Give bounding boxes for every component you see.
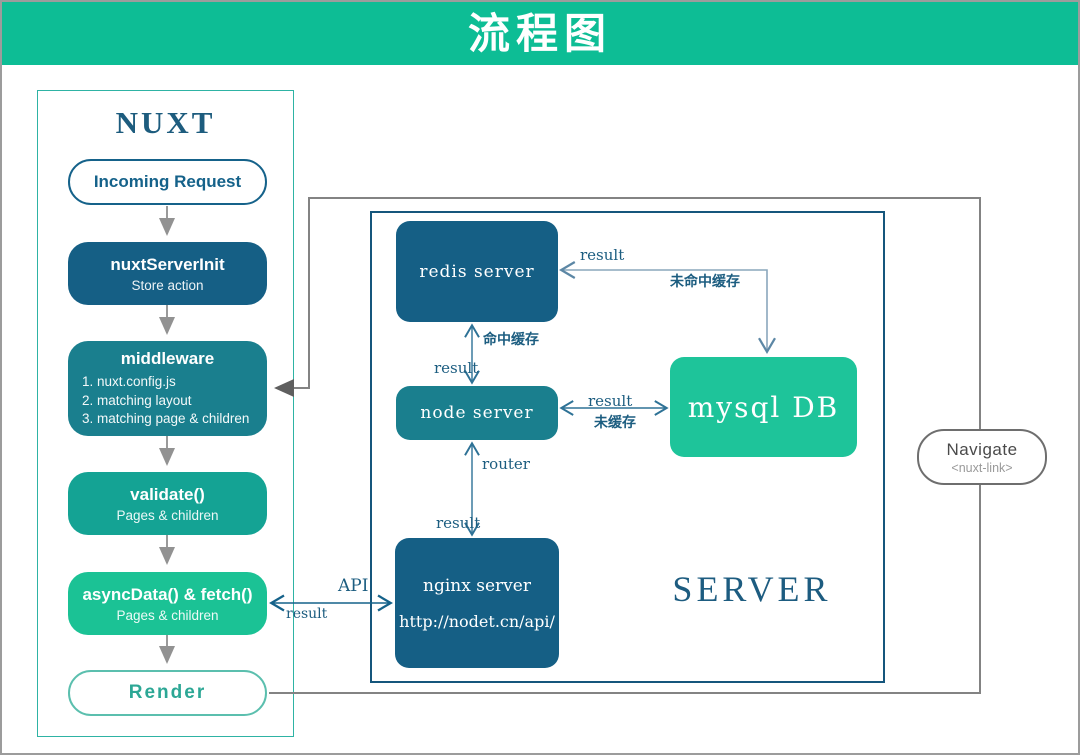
render-node: Render — [68, 670, 267, 716]
middleware-list: 1. nuxt.config.js 2. matching layout 3. … — [68, 373, 267, 429]
edge-label-not-cached: 未缓存 — [594, 415, 636, 431]
navigate-label: Navigate — [946, 439, 1018, 459]
validate-node: validate() Pages & children — [68, 472, 267, 535]
render-label: Render — [128, 681, 207, 703]
page-title: 流程图 — [467, 8, 612, 58]
incoming-request-label: Incoming Request — [93, 171, 242, 191]
validate-title: validate() — [130, 484, 205, 504]
mysql-db-label: mysql DB — [687, 390, 840, 424]
edge-label-result: result — [580, 246, 625, 264]
redis-server-node: redis server — [396, 221, 558, 322]
node-server-node: node server — [396, 386, 558, 440]
middleware-node: middleware 1. nuxt.config.js 2. matching… — [68, 341, 267, 436]
middleware-item: 3. matching page & children — [82, 411, 250, 427]
nginx-url-label: http://nodet.cn/api/ — [399, 611, 555, 631]
middleware-title: middleware — [120, 349, 215, 369]
nuxt-server-init-node: nuxtServerInit Store action — [68, 242, 267, 305]
edge-label-cache-miss: 未命中缓存 — [670, 274, 740, 290]
async-data-title: asyncData() & fetch() — [82, 584, 253, 604]
edge-label-result: result — [588, 392, 633, 410]
header-bar: 流程图 — [2, 2, 1078, 65]
async-data-node: asyncData() & fetch() Pages & children — [68, 572, 267, 635]
edge-label-cache-hit: 命中缓存 — [483, 332, 539, 348]
navigate-node: Navigate <nuxt-link> — [917, 429, 1047, 485]
nuxt-server-init-title: nuxtServerInit — [110, 254, 225, 274]
edge-label-result: result — [434, 359, 479, 377]
node-server-label: node server — [420, 403, 534, 423]
edge-label-result: result — [436, 514, 481, 532]
middleware-item: 1. nuxt.config.js — [82, 374, 176, 390]
edge-label-result: result — [286, 606, 328, 622]
validate-subtitle: Pages & children — [116, 508, 219, 524]
edge-label-router: router — [482, 455, 530, 473]
middleware-item: 2. matching layout — [82, 392, 192, 408]
nuxt-title: NUXT — [115, 105, 216, 140]
incoming-request-node: Incoming Request — [68, 159, 267, 205]
nuxt-link-label: <nuxt-link> — [951, 460, 1013, 475]
mysql-db-node: mysql DB — [670, 357, 857, 457]
server-title: SERVER — [672, 569, 832, 609]
nuxt-server-init-subtitle: Store action — [131, 278, 204, 294]
nginx-server-label: nginx server — [423, 575, 531, 596]
edge-label-api: API — [338, 576, 369, 596]
async-data-subtitle: Pages & children — [116, 608, 219, 624]
redis-server-label: redis server — [419, 261, 535, 282]
nginx-server-node: nginx server http://nodet.cn/api/ — [395, 538, 559, 668]
